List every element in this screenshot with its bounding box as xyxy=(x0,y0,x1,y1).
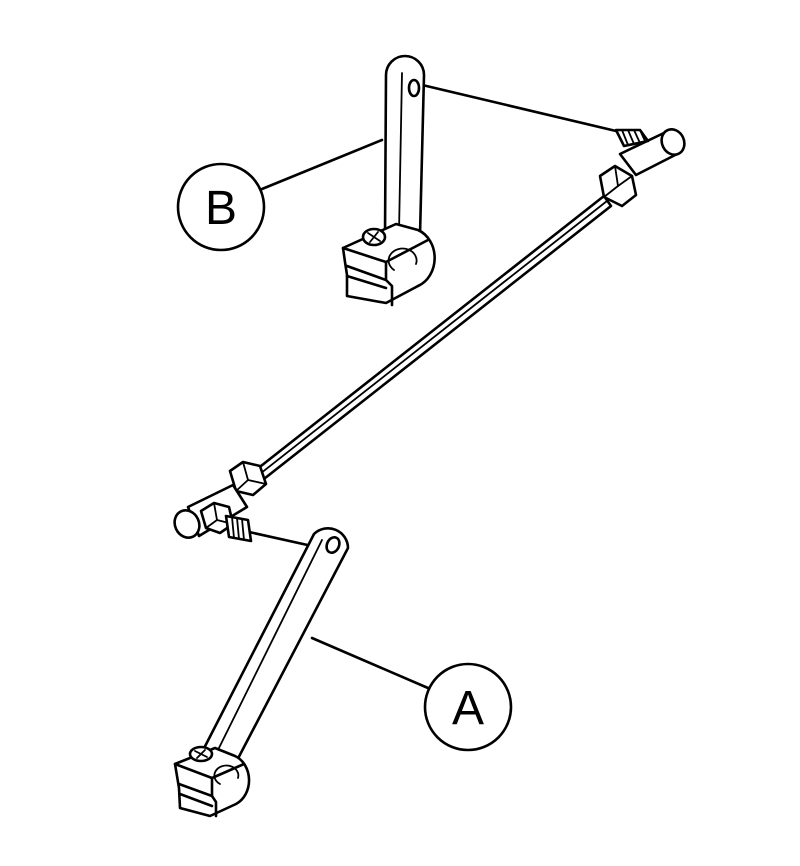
callout-a: A xyxy=(310,636,513,752)
callout-b: B xyxy=(176,138,384,252)
lever-a xyxy=(173,527,350,818)
callout-a-label: A xyxy=(452,682,484,735)
callout-b-label: B xyxy=(205,182,237,235)
lower-stud xyxy=(199,501,314,548)
callout-b-circle xyxy=(176,162,266,252)
upper-stud xyxy=(416,82,650,148)
callout-a-leader xyxy=(310,636,430,690)
upper-link-line xyxy=(416,82,618,133)
lever-a-arm xyxy=(196,527,350,778)
lever-b-hole xyxy=(407,78,421,98)
lever-b-arm xyxy=(383,54,426,250)
lever-b xyxy=(341,54,436,307)
lever-a-hole xyxy=(325,536,341,554)
callout-a-circle xyxy=(423,662,513,752)
lower-link-line xyxy=(247,530,314,548)
connecting-rod xyxy=(173,128,686,539)
callout-b-leader xyxy=(260,138,384,191)
